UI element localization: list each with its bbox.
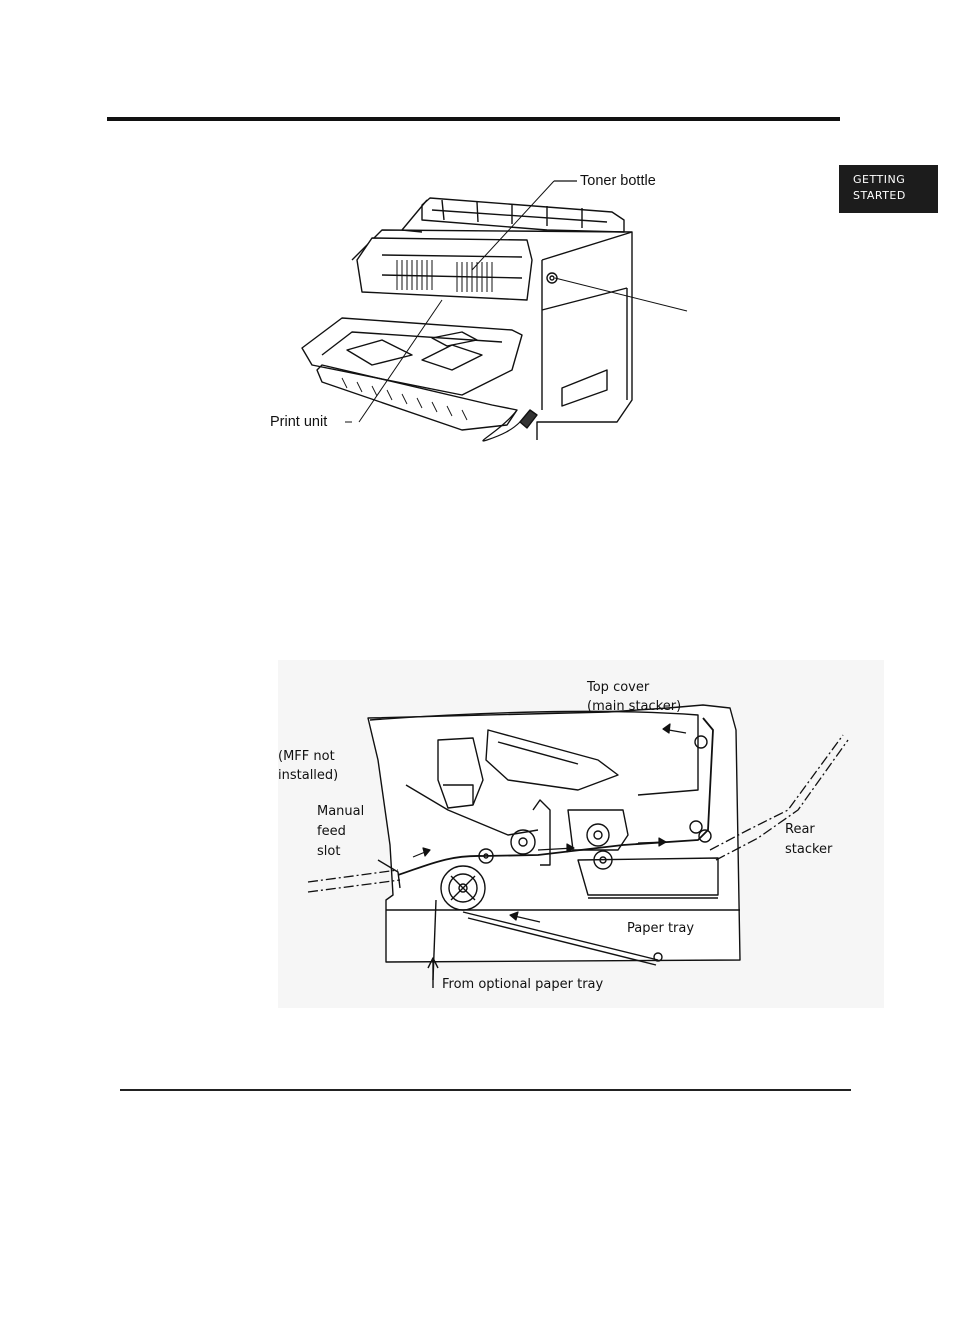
printer-perspective-figure: Toner bottle Print unit [262, 160, 702, 456]
label-mff-not: (MFF not [278, 749, 335, 764]
paper-path-drawing [307, 704, 849, 988]
section-tab-line1: GETTING [853, 173, 906, 186]
label-stacker: stacker [785, 842, 833, 857]
label-slot: slot [317, 844, 341, 859]
header-rule [107, 117, 840, 121]
label-feed: feed [317, 824, 346, 839]
label-mff-installed: installed) [278, 768, 339, 783]
footer-rule [120, 1089, 851, 1091]
label-toner-bottle: Toner bottle [580, 173, 656, 189]
paper-path-figure: Top cover (main stacker) (MFF not instal… [278, 660, 884, 1008]
label-print-unit: Print unit [270, 414, 328, 430]
label-top-cover: Top cover [587, 680, 650, 695]
label-main-stacker: (main stacker) [587, 699, 682, 714]
printer-perspective-drawing [301, 180, 688, 442]
label-rear: Rear [785, 822, 815, 837]
section-tab: GETTING STARTED [839, 165, 938, 213]
label-manual: Manual [317, 804, 365, 819]
label-optional-paper-tray: From optional paper tray [442, 977, 604, 992]
section-tab-line2: STARTED [853, 189, 906, 202]
label-paper-tray: Paper tray [627, 921, 695, 936]
